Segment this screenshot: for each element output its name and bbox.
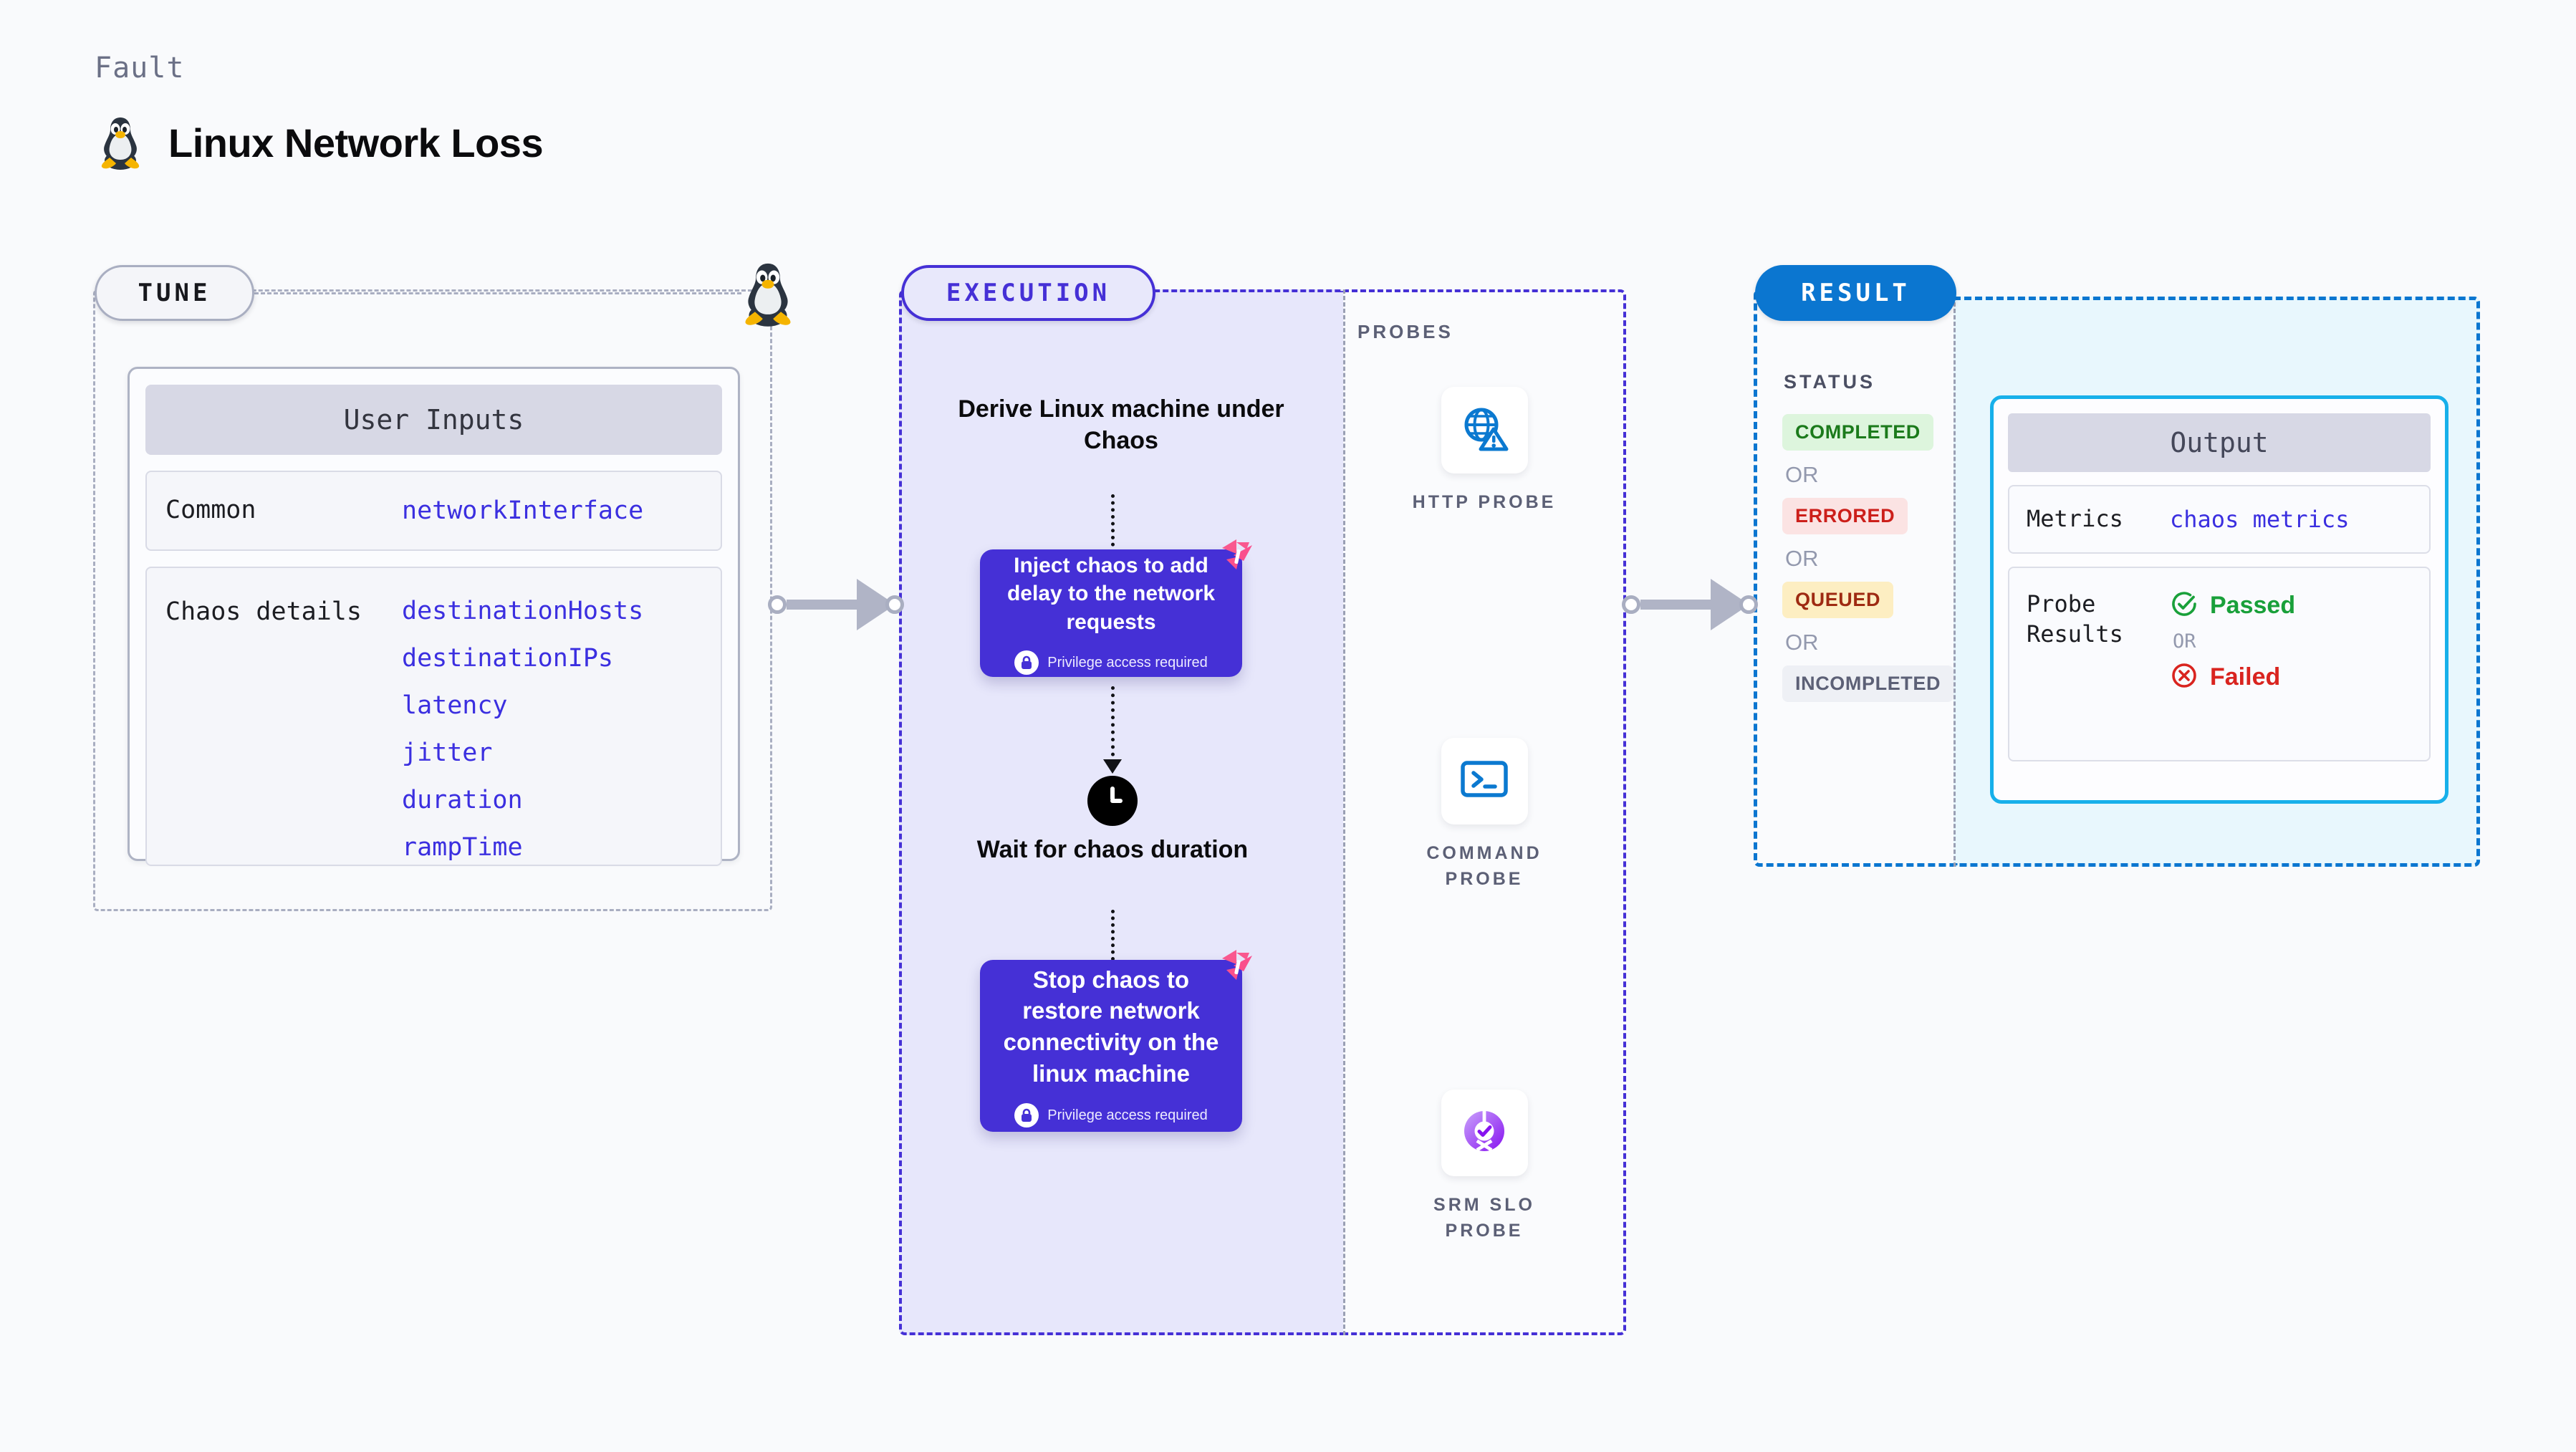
tune-row-key: Common [165,496,256,525]
tune-row-common: Common networkInterface [145,471,722,551]
probe-tile [1441,738,1528,824]
tune-value[interactable]: networkInterface [402,496,644,525]
x-circle-icon [2170,661,2198,693]
connector-end-dot [885,595,904,614]
clock-minute-hand [1110,799,1123,803]
flow-arrow-stem [1111,910,1115,974]
tune-value[interactable]: destinationIPs [402,644,614,673]
probe-result-failed: Failed [2170,661,2295,693]
tune-value[interactable]: destinationHosts [402,597,644,625]
check-circle-icon [2170,590,2198,622]
output-metrics-value[interactable]: chaos metrics [2170,506,2350,533]
result-section-frame [1754,289,1953,867]
probe-result-failed-label: Failed [2210,663,2281,691]
user-inputs-card-title: User Inputs [145,385,722,455]
slo-donut-check-icon [1458,1105,1510,1160]
status-or-label: OR [1785,462,1819,487]
tune-section-pill[interactable]: TUNE [95,265,254,321]
flow-arrow-stem [1111,686,1115,764]
execution-section-pill[interactable]: EXECUTION [901,265,1155,321]
connector-start-dot [1622,595,1640,614]
probe-http[interactable]: HTTP PROBE [1398,387,1570,515]
wait-step-label: Wait for chaos duration [976,836,1249,863]
result-divider [1953,289,1956,867]
flow-arrow-2 [1103,686,1122,774]
connector-line [1640,600,1712,610]
clock-hour-hand [1110,787,1115,801]
output-card: Output Metrics chaos metrics Probe Resul… [1990,395,2448,804]
connector-start-dot [768,595,787,614]
status-list: COMPLETED OR ERRORED OR QUEUED OR INCOMP… [1782,414,1954,702]
probe-srm-slo[interactable]: SRM SLO PROBE [1398,1090,1570,1244]
clock-icon [1087,776,1138,826]
status-section-label: STATUS [1784,371,1875,393]
lock-icon [1014,650,1039,675]
tux-penguin-icon-border [739,260,797,331]
probe-label: HTTP PROBE [1412,492,1557,512]
connector-tune-to-execution [768,579,904,630]
harness-logo-icon [1215,943,1259,991]
page-title: Linux Network Loss [168,120,544,165]
tune-row-chaos-details: Chaos details destinationHosts destinati… [145,567,722,866]
probe-result-passed-label: Passed [2210,592,2296,619]
probe-tile [1441,1090,1528,1176]
status-badge-incompleted: INCOMPLETED [1782,665,1954,702]
lock-icon [1014,1103,1039,1128]
connector-line [787,600,858,610]
chaos-card-title: Inject chaos to add delay to the network… [1006,553,1216,634]
terminal-prompt-icon [1459,757,1509,805]
tune-row-values: networkInterface [402,496,643,525]
output-row-metrics: Metrics chaos metrics [2008,485,2431,554]
status-badge-completed: COMPLETED [1782,414,1933,451]
status-badge-errored: ERRORED [1782,498,1908,534]
chaos-card-privilege: Privilege access required [1014,1103,1208,1128]
tune-value[interactable]: latency [402,691,508,720]
probe-result-or-label: OR [2173,630,2196,653]
chaos-card-title: Stop chaos to restore network connectivi… [1003,966,1219,1087]
probes-section-label: PROBES [1357,321,1453,342]
flow-arrow-stem [1111,494,1115,560]
output-row-key: Metrics [2027,505,2123,533]
probes-divider [1343,289,1345,1335]
probe-label: COMMAND PROBE [1426,843,1542,890]
tune-row-values: destinationHosts destinationIPs latency … [402,597,643,862]
probe-tile [1441,387,1528,473]
flow-arrow-tip [1103,759,1122,774]
probe-result-options: Passed OR Failed [2170,590,2295,693]
probe-command[interactable]: COMMAND PROBE [1398,738,1570,893]
result-section-pill[interactable]: RESULT [1755,265,1956,321]
output-card-title: Output [2008,413,2431,472]
connector-end-dot [1739,595,1758,614]
user-inputs-card: User Inputs Common networkInterface Chao… [128,367,740,866]
chaos-card-privilege-text: Privilege access required [1047,1107,1208,1123]
chaos-card-privilege: Privilege access required [1014,650,1208,675]
connector-execution-to-result [1622,579,1758,630]
status-badge-queued: QUEUED [1782,582,1894,618]
chaos-card-inject[interactable]: Inject chaos to add delay to the network… [980,539,1252,677]
probe-label: SRM SLO PROBE [1433,1195,1535,1241]
chaos-card-stop[interactable]: Stop chaos to restore network connectivi… [980,950,1252,1132]
status-or-label: OR [1785,546,1819,571]
tux-penguin-icon [97,115,144,170]
globe-warning-icon [1459,403,1509,457]
tune-value[interactable]: duration [402,786,523,814]
page-title-row: Linux Network Loss [97,115,544,170]
tune-value[interactable]: jitter [402,739,493,767]
tune-lead-line [254,292,741,294]
output-row-probe-results: Probe Results Passed OR [2008,567,2431,761]
execution-step-title: Derive Linux machine under Chaos [958,395,1284,454]
tune-value[interactable]: rampTime [402,833,523,862]
probe-result-passed: Passed [2170,590,2295,622]
harness-logo-icon [1215,532,1259,580]
tune-row-key: Chaos details [165,597,362,626]
status-or-label: OR [1785,630,1819,655]
page-kicker: Fault [95,52,185,85]
output-row-key: Probe Results [2027,590,2123,648]
chaos-card-privilege-text: Privilege access required [1047,654,1208,670]
